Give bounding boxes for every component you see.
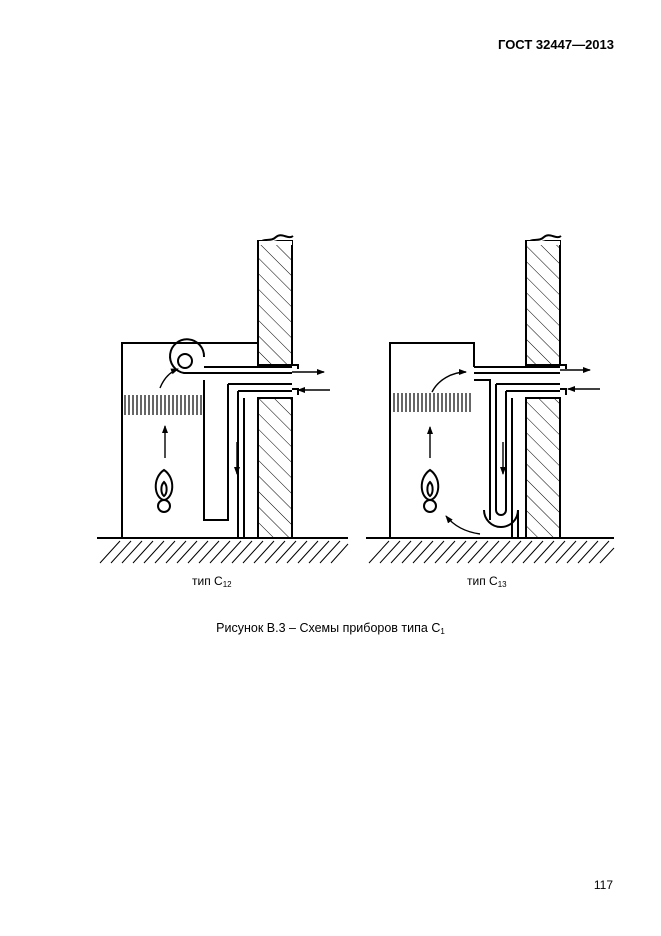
burner-right: [420, 468, 440, 513]
ground-left: [97, 537, 349, 564]
flue-duct-right: [474, 364, 567, 538]
figure-caption: Рисунок В.3 – Схемы приборов типа С1: [216, 621, 445, 636]
appliance-casing-right: [389, 342, 475, 538]
appliance-casing-left: [121, 342, 258, 538]
ground-right: [366, 537, 615, 564]
diagram-c13: [366, 234, 615, 564]
flow-arrows-right: [427, 367, 600, 535]
fan-left: [169, 338, 206, 374]
diagram-c12: [97, 234, 349, 564]
heat-exchanger-left: [124, 395, 202, 415]
document-header: ГОСТ 32447—2013: [498, 37, 614, 52]
heat-exchanger-right: [393, 393, 471, 412]
flue-bend-right: [483, 509, 519, 538]
flow-arrows-left: [159, 368, 330, 475]
wall-right: [525, 234, 562, 539]
flue-duct-left: [203, 364, 299, 538]
diagram-label-c13: тип C13: [467, 574, 507, 589]
wall-left: [257, 234, 294, 539]
burner-left: [154, 468, 174, 513]
page-number: 117: [593, 878, 613, 892]
diagram-label-c12: тип C12: [192, 574, 232, 589]
